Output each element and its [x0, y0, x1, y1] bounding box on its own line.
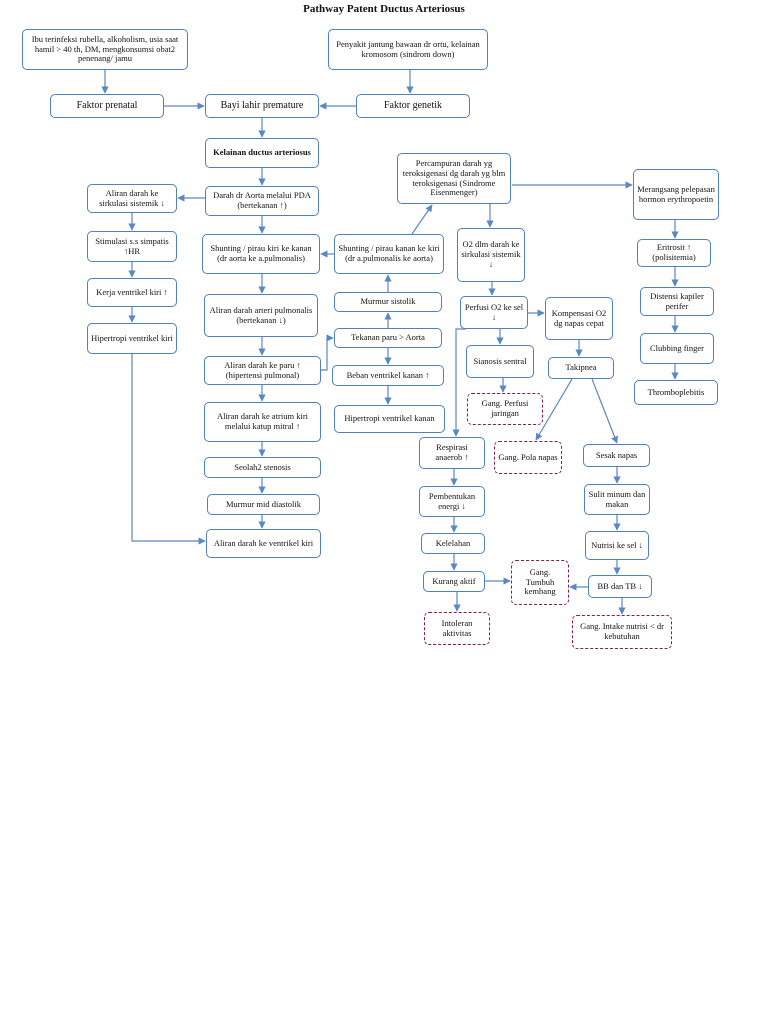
node-gang-perfusi: Gang. Perfusi jaringan [467, 393, 543, 425]
node-ibu: Ibu terinfeksi rubella, alkoholism, usia… [22, 29, 188, 70]
edge-perfusi-respirasi [452, 328, 466, 437]
node-stimulasi-ss: Stimulasi s.s simpatis ↑HR [87, 231, 177, 262]
node-intoleran-aktivitas: Intoleran aktivitas [424, 612, 490, 645]
node-penyakit-jantung: Penyakit jantung bawaan dr ortu, kelaina… [328, 29, 488, 70]
node-percampuran-darah: Percampuran darah yg teroksigenasi dg da… [397, 153, 511, 204]
node-kompensasi-o2: Kompensasi O2 dg napas cepat [545, 297, 613, 340]
node-seolah-stenosis: Seolah2 stenosis [204, 457, 321, 478]
node-o2-darah: O2 dlm darah ke sirkulasi sistemik ↓ [457, 228, 525, 282]
node-tekanan-paru: Tekanan paru > Aorta [334, 328, 442, 348]
node-nutrisi-sel: Nutrisi ke sel ↓ [585, 531, 649, 560]
node-shunting-kanan-kiri: Shunting / pirau kanan ke kiri (dr a.pul… [334, 234, 444, 274]
diagram-title: Pathway Patent Ductus Arteriosus [303, 3, 465, 15]
node-merangsang-hormon: Merangsang pelepasan hormon erythropoeti… [633, 169, 719, 220]
node-aliran-ventrikel-kiri: Aliran darah ke ventrikel kiri [206, 529, 321, 558]
node-gang-pola-napas: Gang. Pola napas [494, 441, 562, 474]
node-takipnea: Takipnea [548, 357, 614, 379]
edge-paru-tekanan [321, 334, 334, 371]
node-sianosis-sentral: Sianosis sentral [466, 345, 534, 378]
node-hipertropi-kanan: Hipertropi ventrikel kanan [334, 405, 445, 433]
node-gang-intake-nutrisi: Gang. Intake nutrisi < dr kebutuhan [572, 615, 672, 649]
node-kerja-ventrikel-kiri: Kerja ventrikel kiri ↑ [87, 278, 177, 307]
node-kurang-aktif: Kurang aktif [423, 571, 485, 592]
node-perfusi-o2: Perfusi O2 ke sel ↓ [460, 296, 528, 329]
node-sulit-minum: Sulit minum dan makan [584, 484, 650, 515]
node-kelelahan: Kelelahan [421, 533, 485, 554]
node-tromboplebitis: Thromboplebitis [634, 380, 718, 405]
node-faktor-prenatal: Faktor prenatal [50, 94, 164, 118]
node-aliran-atrium-kiri: Aliran darah ke atrium kiri melalui katu… [204, 402, 321, 442]
node-pembentukan-energi: Pembentukan energi ↓ [419, 486, 485, 517]
node-darah-aorta-pda: Darah dr Aorta melalui PDA (bertekanan ↑… [205, 186, 319, 216]
node-kelainan-ductus: Kelainan ductus arteriosus [205, 138, 319, 168]
edge-shunting-percampuran [411, 204, 433, 235]
node-murmur-mid-diastolik: Murmur mid diastolik [207, 494, 320, 515]
edge-takipnea-polanapas [535, 378, 573, 441]
node-aliran-paru: Aliran darah ke paru ↑ (hipertensi pulmo… [204, 356, 321, 385]
node-gang-tumbuh: Gang. Tumbuh kembang [511, 560, 569, 605]
node-hipertropi-kiri: Hipertropi ventrikel kiri [87, 323, 177, 354]
node-beban-ventrikel-kanan: Beban ventrikel kanan ↑ [332, 365, 444, 386]
node-clubbing-finger: Clubbing finger [640, 333, 714, 364]
node-sesak-napas: Sesak napas [583, 444, 650, 467]
node-respirasi-anaerob: Respirasi anaerob ↑ [419, 437, 485, 469]
node-murmur-sistolik: Murmur sistolik [334, 292, 442, 312]
node-eritrosit: Eritrosit ↑ (polisitemia) [637, 239, 711, 267]
node-aliran-sistemik: Aliran darah ke sirkulasi sistemik ↓ [87, 184, 177, 213]
node-distensi-kapiler: Distensi kapiler perifer [640, 287, 714, 316]
edge-hipertropi-ventrikel [131, 354, 206, 545]
edge-takipnea-sesak [591, 378, 618, 444]
node-bb-tb: BB dan TB ↓ [588, 575, 652, 598]
node-aliran-arteri-pulmonalis: Aliran darah arteri pulmonalis (bertekan… [204, 294, 318, 337]
node-faktor-genetik: Faktor genetik [356, 94, 470, 118]
node-bayi-prematur: Bayi lahir premature [205, 94, 319, 118]
node-shunting-kiri-kanan: Shunting / pirau kiri ke kanan (dr aorta… [202, 234, 320, 274]
